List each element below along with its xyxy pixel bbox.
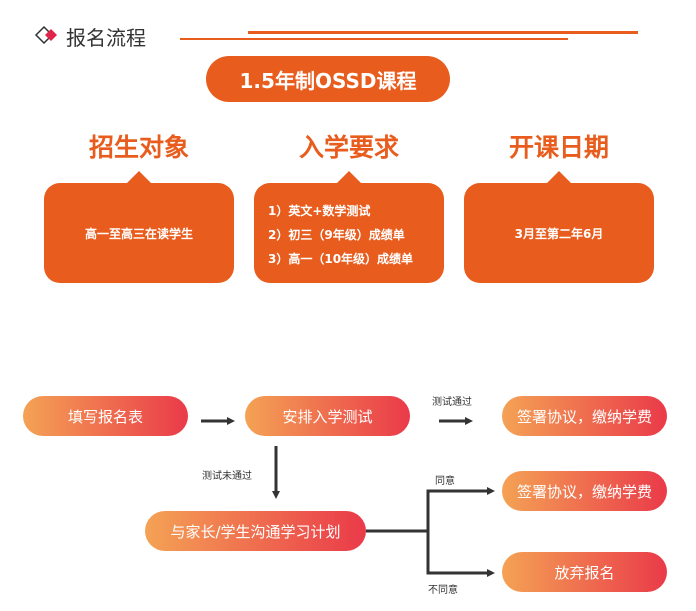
heading-start-date: 开课日期 — [508, 133, 609, 162]
section-title: 报名流程 — [66, 26, 146, 50]
label-test-pass: 测试通过 — [432, 397, 472, 408]
header-divider-bottom — [180, 38, 568, 40]
admission-requirements-box: 1）英文+数学测试 2）初三（9年级）成绩单 3）高一（10年级）成绩单 — [254, 171, 444, 283]
requirement-item: 2）初三（9年级）成绩单 — [268, 228, 405, 242]
heading-target-students: 招生对象 — [88, 133, 189, 162]
fill-form-label: 填写报名表 — [67, 407, 143, 426]
header-divider-top — [248, 31, 638, 34]
sign-agreement-step-2: 签署协议，缴纳学费 — [502, 471, 667, 511]
course-title: 1.5年制OSSD课程 — [239, 68, 417, 93]
sign-agreement-step-1: 签署协议，缴纳学费 — [502, 396, 667, 436]
requirement-item: 1）英文+数学测试 — [268, 204, 371, 218]
communicate-plan-step: 与家长/学生沟通学习计划 — [145, 511, 366, 551]
give-up-step: 放弃报名 — [502, 552, 667, 592]
heading-admission-requirements: 入学要求 — [298, 133, 399, 162]
fill-form-step: 填写报名表 — [23, 396, 188, 436]
sign-agreement-label: 签署协议，缴纳学费 — [516, 407, 652, 426]
label-disagree: 不同意 — [428, 585, 458, 596]
sign-agreement-label: 签署协议，缴纳学费 — [516, 482, 652, 501]
communicate-plan-label: 与家长/学生沟通学习计划 — [170, 522, 341, 541]
arrange-test-label: 安排入学测试 — [282, 407, 373, 426]
course-title-pill: 1.5年制OSSD课程 — [206, 56, 450, 102]
start-date-box: 3月至第二年6月 — [464, 171, 654, 283]
target-students-box: 高一至高三在读学生 — [44, 171, 234, 283]
arrange-test-step: 安排入学测试 — [245, 396, 410, 436]
diamond-logo-icon — [34, 25, 62, 45]
branch-agree — [426, 487, 495, 531]
start-date-text: 3月至第二年6月 — [514, 226, 604, 241]
label-test-fail: 测试未通过 — [202, 471, 252, 482]
label-agree: 同意 — [435, 476, 455, 487]
give-up-label: 放弃报名 — [554, 563, 615, 582]
branch-disagree — [426, 531, 495, 577]
target-students-text: 高一至高三在读学生 — [84, 226, 193, 241]
requirement-item: 3）高一（10年级）成绩单 — [268, 252, 414, 266]
